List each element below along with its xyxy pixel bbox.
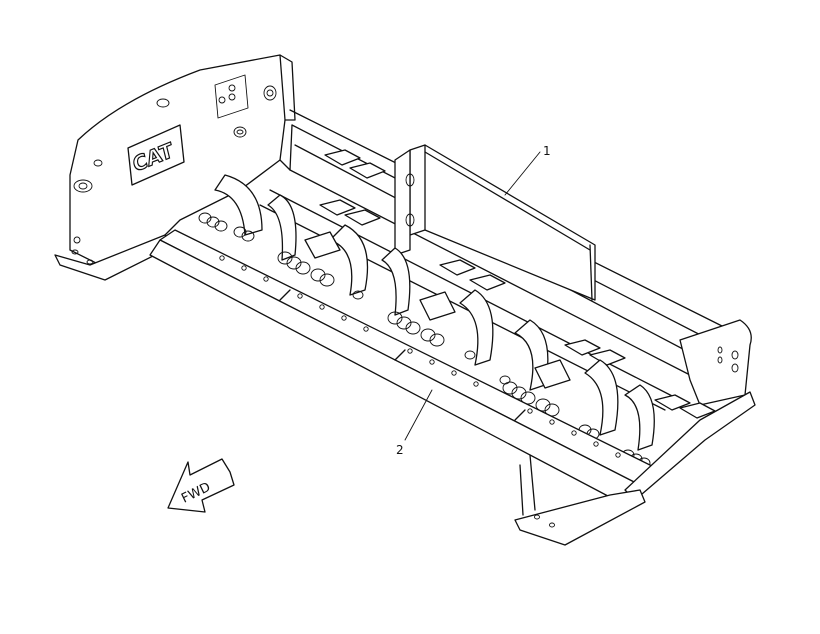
- blade-segments: [214, 174, 655, 451]
- rail-brackets: [319, 149, 716, 419]
- callout-1: 1: [504, 144, 551, 196]
- upright-panel: [394, 144, 596, 301]
- callout-2-label: 2: [396, 443, 404, 457]
- right-skid: [514, 391, 756, 546]
- spring-group: [198, 212, 255, 242]
- spring-group: [502, 359, 571, 417]
- callout-2: 2: [396, 389, 433, 457]
- cutting-edge: [149, 229, 661, 506]
- spring-group: [387, 291, 456, 347]
- edge-bolts: [219, 255, 621, 458]
- spring-group: [277, 231, 341, 287]
- callout-1-label: 1: [543, 144, 551, 158]
- fwd-direction-arrow: FWD: [167, 458, 235, 513]
